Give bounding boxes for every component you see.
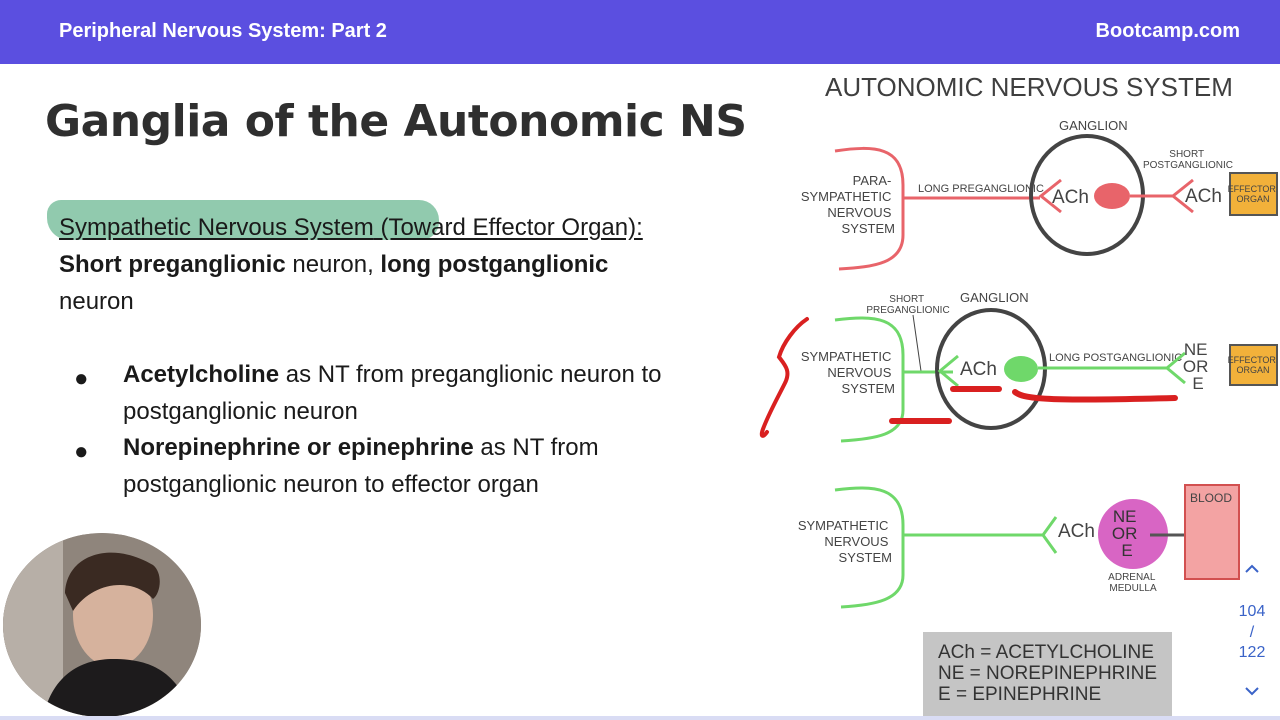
sympathetic-row: SYMPATHETIC NERVOUS SYSTEM SHORT PREGANG… bbox=[801, 290, 1279, 443]
bullet-2-line-1: Norepinephrine or epinephrine as NT from bbox=[123, 430, 599, 466]
bullet-2-text: as NT from bbox=[473, 434, 599, 461]
bullet-2-bold: Norepinephrine or epinephrine bbox=[123, 434, 474, 461]
description-line-2: neuron bbox=[59, 288, 134, 315]
header-bar: Peripheral Nervous System: Part 2 Bootca… bbox=[0, 0, 1280, 64]
adrenal-medulla-nt: NE OR E bbox=[1112, 507, 1142, 560]
blood-label: BLOOD bbox=[1190, 491, 1232, 505]
symp-pre-label: SHORT PREGANGLIONIC bbox=[866, 294, 949, 316]
bullet-dot: ● bbox=[74, 365, 89, 392]
symp-synapse-fork bbox=[937, 354, 959, 388]
para-post-label: SHORT POSTGANGLIONIC bbox=[1143, 149, 1233, 171]
progress-bar bbox=[0, 716, 1280, 720]
pen-annotations bbox=[759, 317, 1178, 438]
symp-effector-organ bbox=[1229, 344, 1278, 386]
symp-nt2: NE OR E bbox=[1183, 340, 1213, 393]
para-nt1: ACh bbox=[1052, 187, 1089, 208]
para-system-label: PARA- SYMPATHETIC NERVOUS SYSTEM bbox=[801, 173, 895, 236]
para-cell-body bbox=[1094, 183, 1130, 209]
description-mid: neuron, bbox=[285, 251, 381, 278]
sympathetic-heading-main: Sympathetic Nervous System bbox=[59, 214, 374, 241]
bullet-1-bold: Acetylcholine bbox=[123, 361, 280, 388]
symp-post-label: LONG POSTGANGLIONIC bbox=[1049, 352, 1182, 364]
legend-e: E = EPINEPHRINE bbox=[938, 684, 1102, 705]
pen-underline-long bbox=[1012, 389, 1178, 403]
para-effector-organ bbox=[1229, 172, 1278, 216]
para-nerve-bracket bbox=[834, 146, 905, 271]
current-slide-number: 104 bbox=[1238, 603, 1266, 620]
adrenal-nt1: ACh bbox=[1058, 521, 1095, 542]
para-ganglion-label: GANGLION bbox=[1059, 118, 1128, 133]
legend-ach: ACh = ACETYLCHOLINE bbox=[938, 642, 1154, 663]
pen-squiggle bbox=[759, 317, 809, 438]
presenter-webcam bbox=[3, 533, 201, 717]
autonomic-diagram: AUTONOMIC NERVOUS SYSTEM PARA- SYMPATHET… bbox=[759, 72, 1279, 609]
symp-effector-fork bbox=[1164, 351, 1186, 385]
diagram-title: AUTONOMIC NERVOUS SYSTEM bbox=[825, 72, 1233, 102]
slide-title: Ganglia of the Autonomic NS bbox=[45, 96, 747, 147]
legend-ne: NE = NOREPINEPHRINE bbox=[938, 663, 1158, 684]
para-nt2: ACh bbox=[1185, 186, 1222, 207]
presenter-video bbox=[3, 533, 201, 717]
para-synapse-fork bbox=[1038, 178, 1062, 214]
course-title: Peripheral Nervous System: Part 2 bbox=[59, 20, 387, 42]
adrenal-medulla-label: ADRENAL MEDULLA bbox=[1108, 572, 1158, 594]
adrenal-system-label: SYMPATHETIC NERVOUS SYSTEM bbox=[798, 518, 892, 565]
adrenal-row: SYMPATHETIC NERVOUS SYSTEM ACh NE OR E A… bbox=[798, 484, 1240, 609]
symp-nt1: ACh bbox=[960, 359, 997, 380]
sympathetic-heading-rest: (Toward Effector Organ): bbox=[373, 214, 643, 241]
para-effector-fork bbox=[1170, 178, 1194, 214]
adrenal-nerve-bracket bbox=[834, 486, 905, 609]
bullet-2-line-2: postganglionic neuron to effector organ bbox=[123, 471, 539, 498]
short-preganglionic-text: Short preganglionic bbox=[59, 251, 286, 278]
bullet-1-line-2: postganglionic neuron bbox=[123, 398, 358, 425]
adrenal-medulla-circle bbox=[1098, 499, 1168, 569]
bullet-1-line-1: Acetylcholine as NT from preganglionic n… bbox=[123, 357, 661, 393]
slide-separator: / bbox=[1249, 624, 1255, 641]
symp-system-label: SYMPATHETIC NERVOUS SYSTEM bbox=[801, 349, 895, 396]
parasympathetic-row: PARA- SYMPATHETIC NERVOUS SYSTEM LONG PR… bbox=[801, 118, 1279, 271]
symp-ganglion-label: GANGLION bbox=[960, 290, 1029, 305]
para-pre-label: LONG PREGANGLIONIC bbox=[918, 183, 1044, 195]
symp-nerve-bracket bbox=[834, 316, 905, 443]
total-slides: 122 bbox=[1238, 644, 1266, 661]
highlighter-mark bbox=[47, 200, 439, 240]
symp-effector-label: EFFECTOR ORGAN bbox=[1228, 355, 1279, 375]
para-effector-label: EFFECTOR ORGAN bbox=[1228, 184, 1279, 204]
symp-cell-body bbox=[1004, 356, 1038, 382]
symp-pre-pointer bbox=[912, 314, 922, 372]
brand-logo-text[interactable]: Bootcamp.com bbox=[1095, 20, 1240, 42]
bullet-dot: ● bbox=[74, 438, 89, 465]
chevron-up-icon[interactable] bbox=[1232, 562, 1272, 580]
adrenal-synapse-fork bbox=[1041, 516, 1058, 554]
long-postganglionic-text: long postganglionic bbox=[380, 251, 609, 278]
bullet-1-text: as NT from preganglionic neuron to bbox=[279, 361, 662, 388]
sympathetic-heading: Sympathetic Nervous System (Toward Effec… bbox=[59, 210, 643, 246]
blood-vessel bbox=[1184, 484, 1240, 580]
chevron-down-icon[interactable] bbox=[1232, 684, 1272, 702]
abbreviation-legend: ACh = ACETYLCHOLINE NE = NOREPINEPHRINE … bbox=[923, 632, 1172, 716]
description-line: Short preganglionic neuron, long postgan… bbox=[59, 247, 608, 283]
